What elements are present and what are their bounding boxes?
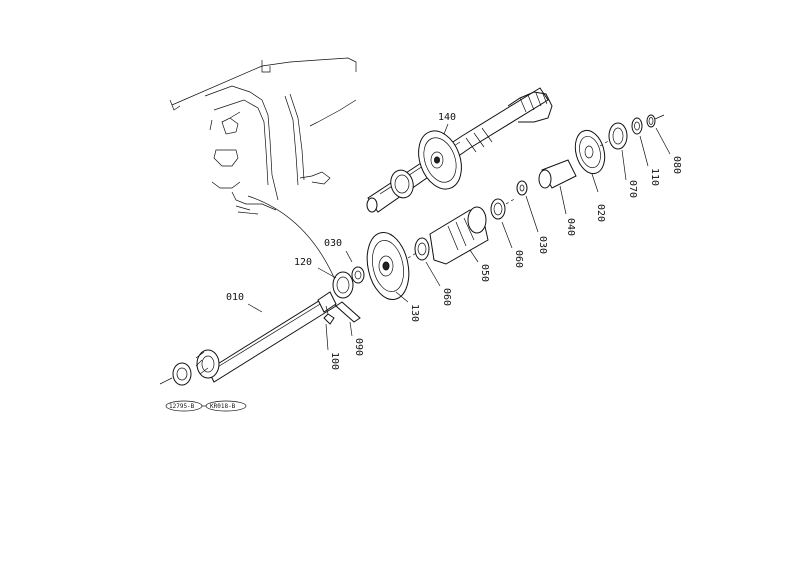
reference-KR018-B: KR018-B	[210, 403, 236, 410]
reference-tags: 12795-B KR018-B	[165, 400, 247, 412]
input-shaft-assembly	[159, 266, 365, 386]
label-090: 090	[353, 338, 364, 356]
label-070: 070	[627, 180, 638, 198]
label-140: 140	[438, 112, 456, 123]
label-110: 110	[649, 168, 660, 186]
label-030: 030	[324, 238, 342, 249]
label-130: 130	[409, 304, 420, 322]
countershaft-assembly	[366, 114, 665, 301]
reference-12795-B: 12795-B	[169, 403, 195, 410]
label-100: 100	[329, 352, 340, 370]
label-080: 080	[671, 156, 682, 174]
part-labels: 010 020 030 030 040 050 060 060 070 080 …	[226, 112, 682, 370]
label-120: 120	[294, 257, 312, 268]
leader-lines	[247, 123, 671, 351]
upper-shaft-assembly	[366, 87, 553, 213]
label-010: 010	[226, 292, 244, 303]
label-020: 020	[595, 204, 606, 222]
label-060-right: 060	[513, 250, 524, 268]
label-060-left: 060	[441, 288, 452, 306]
label-030-right: 030	[537, 236, 548, 254]
label-040: 040	[565, 218, 576, 236]
label-050: 050	[479, 264, 490, 282]
transmission-case	[169, 57, 357, 283]
